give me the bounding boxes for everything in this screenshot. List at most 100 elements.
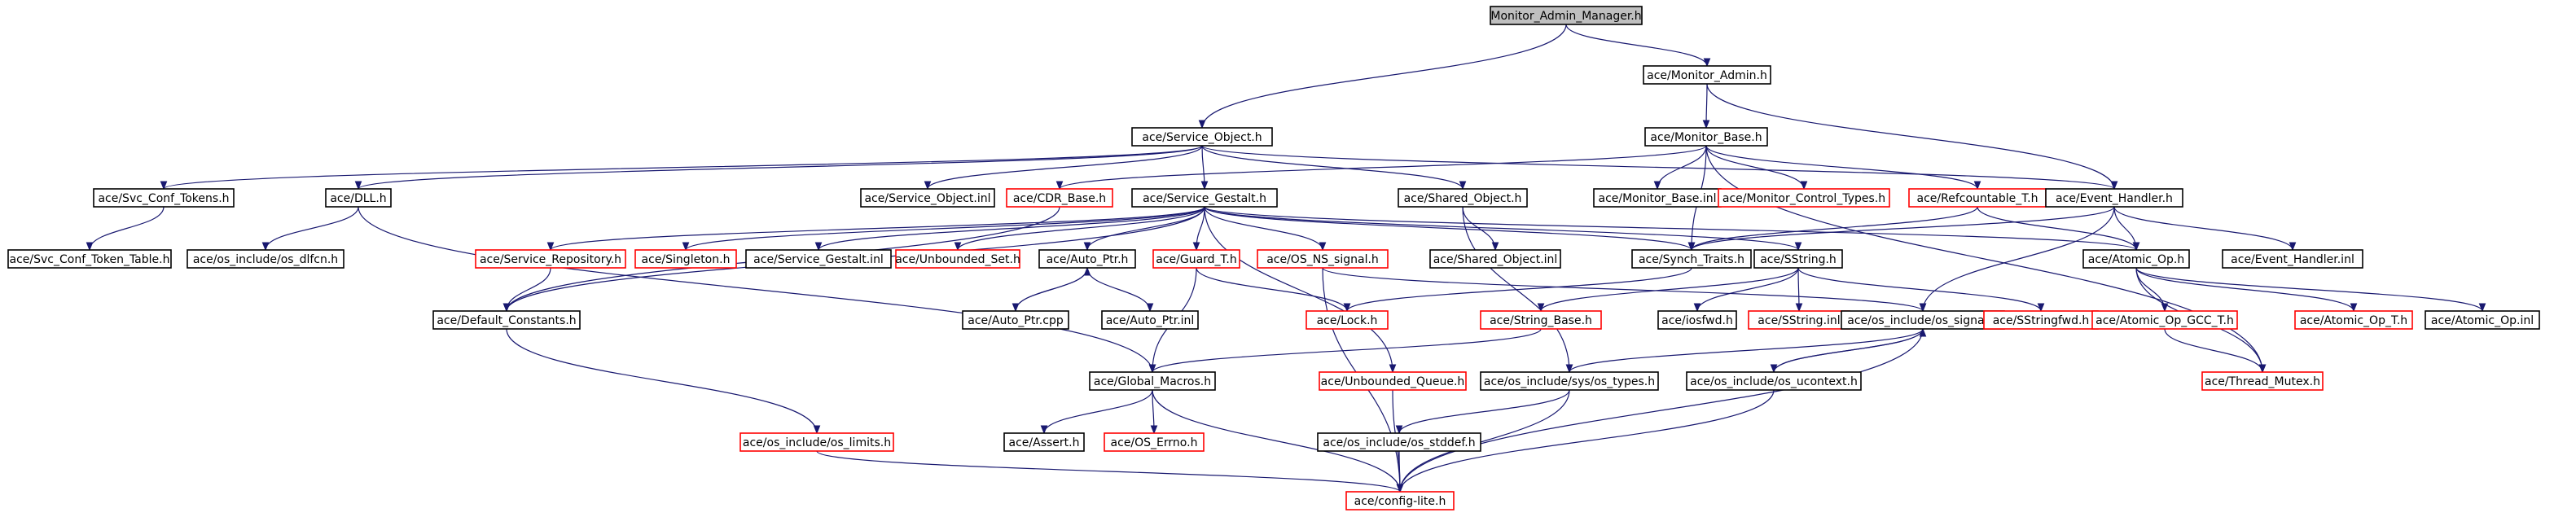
node-box (739, 432, 894, 452)
node-unbounded-queue: ace/Unbounded_Queue.h (1319, 371, 1467, 391)
node-label: Monitor_Admin_Manager.h (1490, 10, 1641, 23)
edge-os-limits-to-config-lite (816, 450, 1400, 493)
node-config-lite: ace/config-lite.h (1345, 491, 1455, 510)
node-svc-conf-tokens[interactable]: ace/Svc_Conf_Tokens.h (93, 188, 235, 208)
node-os-stddef[interactable]: ace/os_include/os_stddef.h (1317, 432, 1481, 452)
node-label: ace/Service_Gestalt.inl (753, 253, 884, 266)
node-shared-obj-inl[interactable]: ace/Shared_Object.inl (1429, 249, 1561, 269)
node-box (1131, 188, 1278, 208)
node-label: ace/iosfwd.h (1661, 314, 1733, 327)
node-label: ace/Atomic_Op_T.h (2300, 314, 2407, 327)
node-box (93, 188, 235, 208)
edge-svc-conf-tokens-to-svc-conf-token-table (90, 206, 165, 251)
node-svc-repo: ace/Service_Repository.h (475, 249, 626, 269)
node-auto-ptr-cpp[interactable]: ace/Auto_Ptr.cpp (962, 310, 1069, 330)
node-os-dlfcn[interactable]: ace/os_include/os_dlfcn.h (187, 249, 344, 269)
node-auto-ptr[interactable]: ace/Auto_Ptr.h (1038, 249, 1136, 269)
node-label: ace/DLL.h (330, 192, 386, 205)
node-box (1480, 310, 1602, 330)
edge-atomic-op-gcc-to-thread-mutex (2164, 328, 2262, 373)
node-label: ace/Service_Repository.h (480, 253, 621, 266)
node-mon-admin[interactable]: ace/Monitor_Admin.h (1643, 65, 1771, 85)
node-box (1101, 310, 1199, 330)
node-label: ace/Event_Handler.inl (2231, 253, 2354, 266)
node-box (745, 249, 892, 269)
edge-mon-base-to-mon-base-inl (1657, 145, 1707, 190)
edge-synch-traits-to-lock (1347, 267, 1692, 312)
node-label: ace/Shared_Object.inl (1433, 253, 1558, 266)
node-label: ace/Refcountable_T.h (1917, 192, 2038, 205)
node-label: ace/Atomic_Op.inl (2431, 314, 2534, 327)
edge-mon-base-to-refcountable (1705, 145, 1977, 190)
edge-auto-ptr-to-auto-ptr-inl (1086, 267, 1150, 312)
edge-shared-obj-to-shared-obj-inl (1462, 206, 1495, 251)
node-box (1644, 127, 1768, 147)
node-svc-obj-inl[interactable]: ace/Service_Object.inl (860, 188, 995, 208)
node-label: ace/Atomic_Op_GCC_T.h (2095, 314, 2234, 327)
node-box (1003, 432, 1085, 452)
edge-refcountable-to-atomic-op (1977, 206, 2136, 251)
node-box (1319, 371, 1467, 391)
edge-sstring-to-iosfwd (1697, 267, 1799, 312)
edge-atomic-op-to-atomic-op-gcc (2135, 267, 2165, 311)
node-svc-obj[interactable]: ace/Service_Object.h (1131, 127, 1273, 147)
node-box (1686, 371, 1862, 391)
edge-guard-t-to-lock (1196, 267, 1347, 312)
edge-os-ucontext-to-os-signal (1773, 328, 1923, 373)
node-label: ace/Default_Constants.h (437, 314, 576, 327)
edge-svc-gestalt-to-auto-ptr (1087, 206, 1205, 251)
node-box (1038, 249, 1136, 269)
node-box (325, 188, 392, 208)
node-synch-traits[interactable]: ace/Synch_Traits.h (1631, 249, 1752, 269)
edge-sstring-to-string-base (1541, 267, 1799, 312)
edge-mon-base-to-mon-ctrl-types (1705, 145, 1804, 190)
node-os-signal[interactable]: ace/os_include/os_signal.h (1841, 310, 2005, 330)
node-label: ace/Shared_Object.h (1404, 192, 1522, 205)
node-label: ace/SString.h (1760, 253, 1837, 266)
node-os-limits: ace/os_include/os_limits.h (739, 432, 894, 452)
edge-svc-obj-to-svc-conf-tokens (164, 145, 1203, 190)
node-label: ace/config-lite.h (1354, 495, 1446, 508)
node-svc-gestalt[interactable]: ace/Service_Gestalt.h (1131, 188, 1278, 208)
node-assert[interactable]: ace/Assert.h (1003, 432, 1085, 452)
node-atomic-op-inl[interactable]: ace/Atomic_Op.inl (2425, 310, 2540, 330)
node-box (187, 249, 344, 269)
node-svc-conf-token-table[interactable]: ace/Svc_Conf_Token_Table.h (7, 249, 172, 269)
node-event-handler[interactable]: ace/Event_Handler.h (2045, 188, 2183, 208)
edges-layer (90, 24, 2482, 493)
node-root[interactable]: Monitor_Admin_Manager.h (1490, 6, 1643, 25)
node-atomic-op[interactable]: ace/Atomic_Op.h (2082, 249, 2190, 269)
node-box (1718, 188, 1890, 208)
edge-svc-gestalt-to-synch-traits (1204, 206, 1692, 251)
node-iosfwd[interactable]: ace/iosfwd.h (1657, 310, 1737, 330)
node-box (1257, 249, 1389, 269)
node-event-handler-inl[interactable]: ace/Event_Handler.inl (2222, 249, 2363, 269)
node-label: ace/OS_NS_signal.h (1266, 253, 1379, 266)
node-string-base: ace/String_Base.h (1480, 310, 1602, 330)
node-svc-gestalt-inl[interactable]: ace/Service_Gestalt.inl (745, 249, 892, 269)
node-default-constants[interactable]: ace/Default_Constants.h (432, 310, 581, 330)
node-label: ace/OS_Errno.h (1111, 436, 1198, 449)
node-os-ucontext[interactable]: ace/os_include/os_ucontext.h (1686, 371, 1862, 391)
node-dll[interactable]: ace/DLL.h (325, 188, 392, 208)
node-mon-base[interactable]: ace/Monitor_Base.h (1644, 127, 1768, 147)
node-box (7, 249, 172, 269)
node-os-sys-types[interactable]: ace/os_include/sys/os_types.h (1480, 371, 1659, 391)
node-label: ace/Monitor_Base.inl (1598, 192, 1716, 205)
edge-string-base-to-global-macros (1152, 328, 1542, 373)
edge-mon-admin-to-mon-base (1706, 83, 1707, 128)
edge-event-handler-to-synch-traits (1692, 206, 2115, 251)
node-box (860, 188, 995, 208)
node-cdr-base: ace/CDR_Base.h (1006, 188, 1113, 208)
edge-dll-to-global-macros (358, 206, 1152, 372)
node-sstring[interactable]: ace/SString.h (1753, 249, 1843, 269)
node-auto-ptr-inl[interactable]: ace/Auto_Ptr.inl (1101, 310, 1199, 330)
nodes-layer: Monitor_Admin_Manager.h ace/Monitor_Admin… (7, 6, 2540, 510)
node-shared-obj[interactable]: ace/Shared_Object.h (1398, 188, 1528, 208)
node-global-macros[interactable]: ace/Global_Macros.h (1089, 371, 1216, 391)
node-label: ace/SStringfwd.h (1993, 314, 2090, 327)
node-label: ace/Assert.h (1009, 436, 1080, 449)
node-mon-ctrl-types: ace/Monitor_Control_Types.h (1718, 188, 1890, 208)
node-mon-base-inl[interactable]: ace/Monitor_Base.inl (1593, 188, 1722, 208)
node-label: ace/Thread_Mutex.h (2205, 375, 2320, 388)
